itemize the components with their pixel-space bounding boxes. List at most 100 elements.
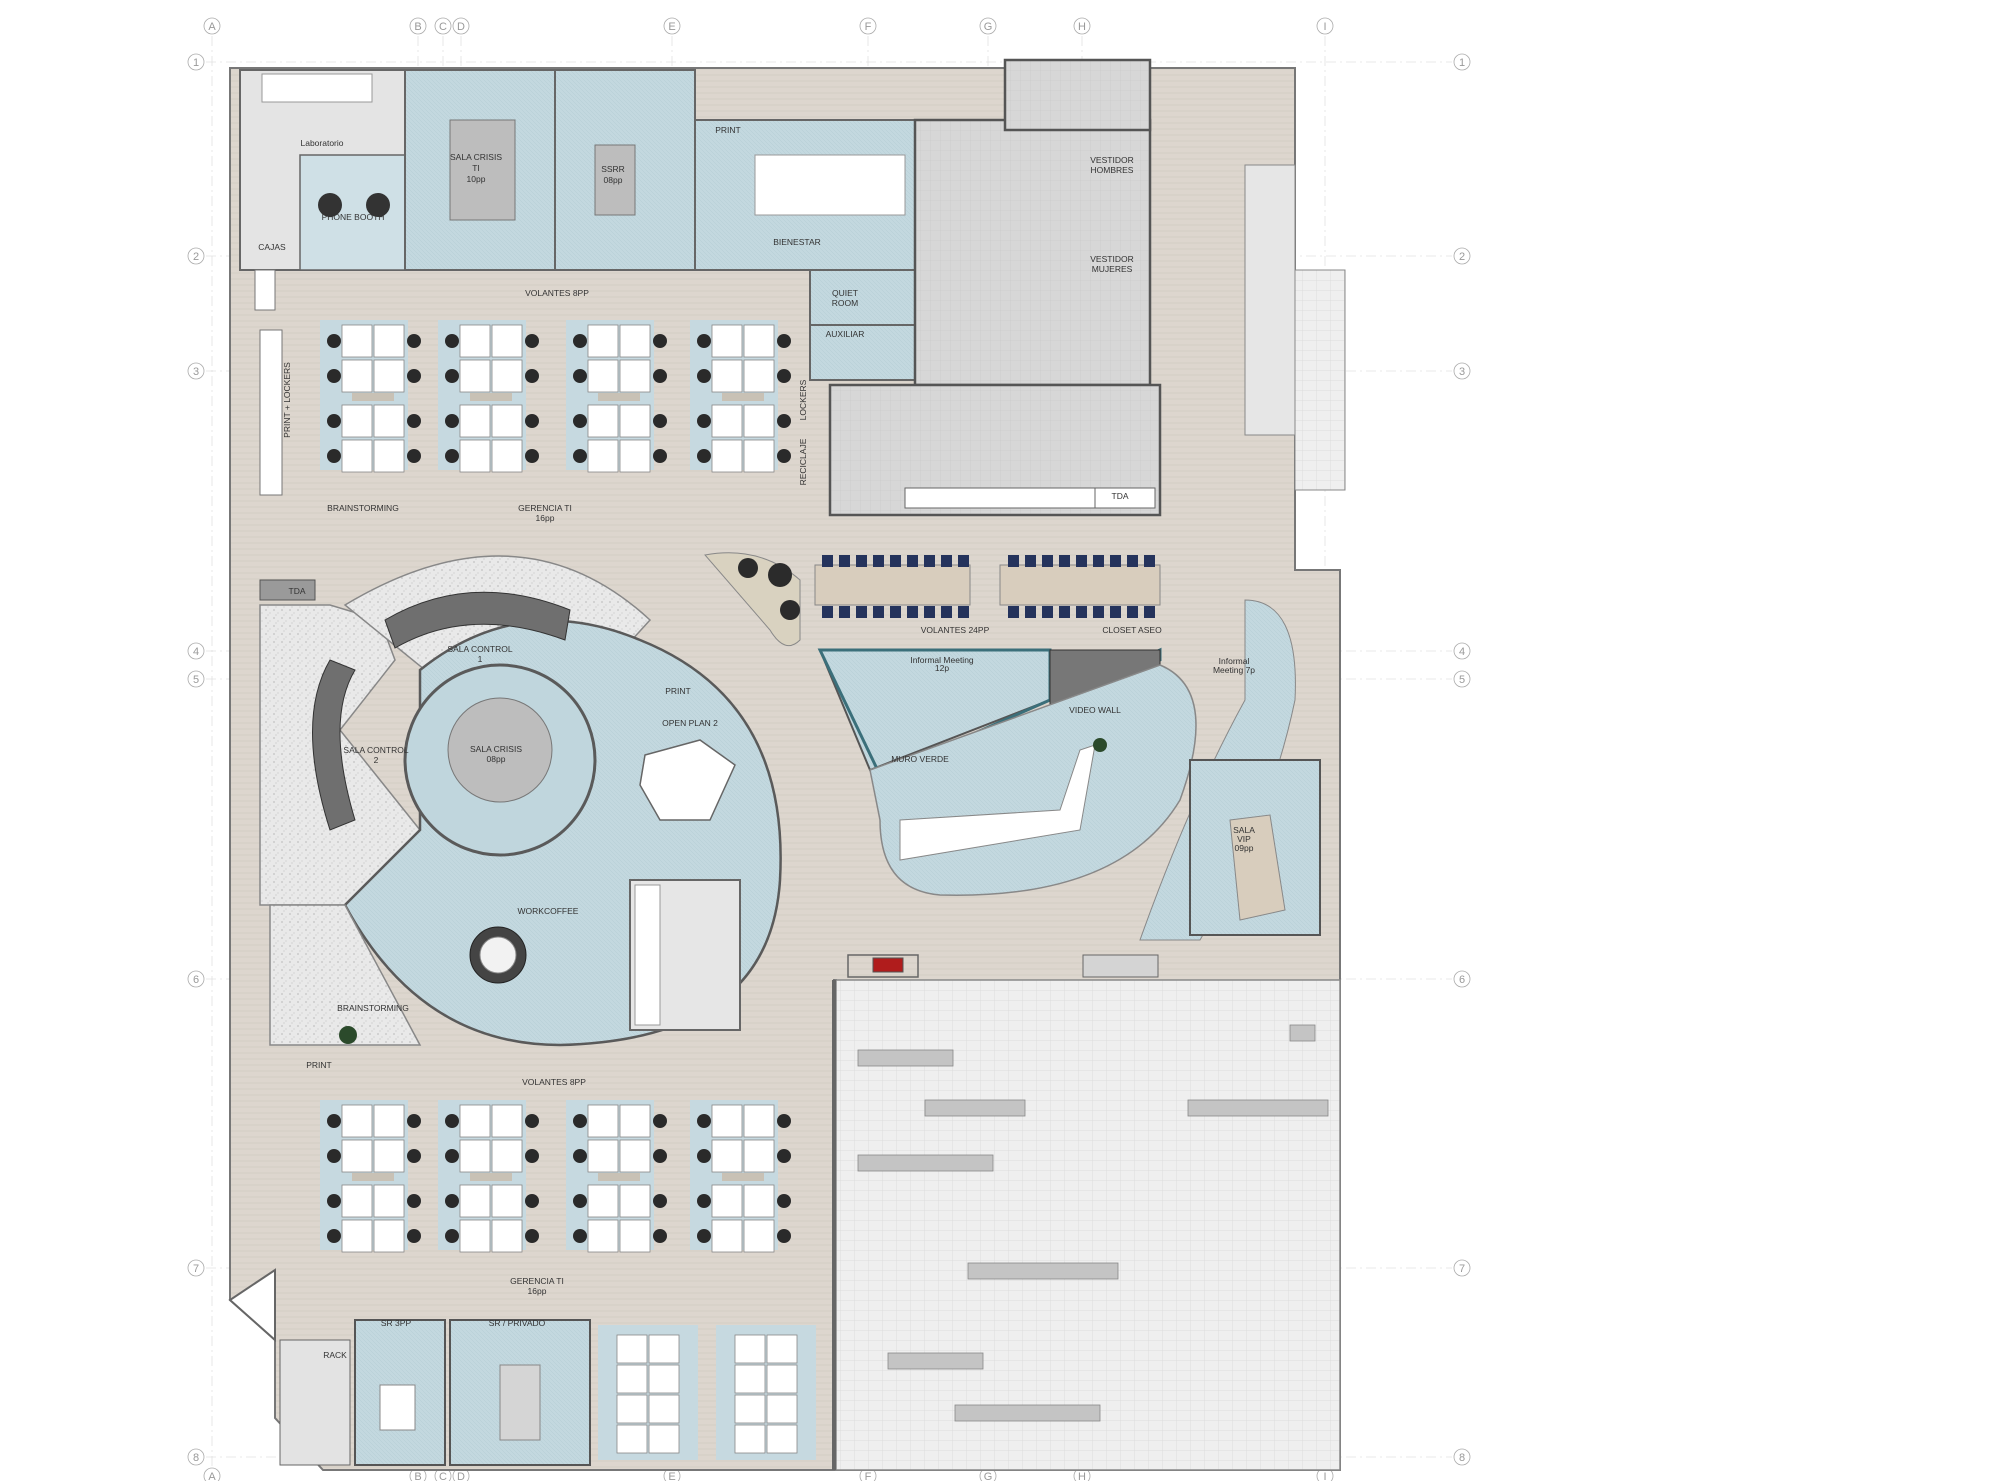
- grid-row-label: 1: [193, 57, 199, 69]
- grid-col-bubble: [1073, 17, 1091, 35]
- grid-row-label: 1: [1459, 57, 1465, 69]
- label-ssrr: 08pp: [604, 175, 623, 185]
- grid-col-label: E: [668, 21, 675, 33]
- grid-col-label: G: [984, 21, 993, 33]
- label-cajas: CAJAS: [258, 242, 286, 252]
- grid-row-label: 3: [1459, 366, 1465, 378]
- auxiliar-room: [809, 324, 916, 381]
- grid-col-bubble: [203, 1467, 221, 1481]
- grid-row-bubble: [1453, 1259, 1471, 1277]
- grid-row-label: 6: [193, 974, 199, 986]
- grid-row-bubble: [1453, 247, 1471, 265]
- label-sr-privado: SR / PRIVADO: [489, 1318, 546, 1328]
- bottom-rooms: [228, 1268, 591, 1466]
- grid-row-bubble: [1453, 642, 1471, 660]
- grid-row-bubble: [187, 247, 205, 265]
- grid-col-label: D: [457, 1471, 465, 1481]
- label-gerencia-ti-top: GERENCIA TI: [518, 503, 572, 513]
- label-sala-control-1: 1: [478, 654, 483, 664]
- grid-row-bubble: [187, 970, 205, 988]
- label-open-plan-2: OPEN PLAN 2: [662, 718, 718, 728]
- label-sala-control-1: SALA CONTROL: [447, 644, 512, 654]
- label-informal-12: 12p: [935, 663, 949, 673]
- grid-row-label: 7: [1459, 1263, 1465, 1275]
- label-gerencia-ti-bottom: GERENCIA TI: [510, 1276, 564, 1286]
- grid-col-label: H: [1078, 21, 1086, 33]
- label-informal-7: Informal: [1219, 656, 1250, 666]
- grid-col-label: A: [208, 21, 216, 33]
- label-sala-control-2: 2: [374, 755, 379, 765]
- top-rooms: [239, 58, 1346, 517]
- grid-row-bubble: [1453, 362, 1471, 380]
- grid-col-label: A: [208, 1471, 216, 1481]
- label-laboratorio: Laboratorio: [300, 138, 343, 148]
- grid-col-label: D: [457, 21, 465, 33]
- label-muro-verde: MURO VERDE: [891, 754, 949, 764]
- grid-row-bubble: [187, 642, 205, 660]
- grid-row-bubble: [1453, 1448, 1471, 1466]
- label-brainstorming-top: BRAINSTORMING: [327, 503, 399, 513]
- grid-col-label: I: [1323, 21, 1326, 33]
- label-sala-vip: 09pp: [1235, 843, 1254, 853]
- grid-col-label: B: [414, 21, 421, 33]
- label-sr-3pp: SR 3PP: [381, 1318, 412, 1328]
- grid-col-bubble: [203, 17, 221, 35]
- grid-row-label: 5: [193, 674, 199, 686]
- label-lockers: LOCKERS: [798, 379, 808, 420]
- middle-right-zone: [704, 552, 1321, 941]
- grid-row-label: 7: [193, 1263, 199, 1275]
- grid-col-label: H: [1078, 1471, 1086, 1481]
- label-volantes-8pp-top: VOLANTES 8PP: [525, 288, 589, 298]
- grid-row-label: 4: [193, 646, 199, 658]
- grid-row-bubble: [187, 1259, 205, 1277]
- label-quiet-room: QUIET: [832, 288, 858, 298]
- grid-row-label: 2: [1459, 251, 1465, 263]
- grid-row-bubble: [1453, 53, 1471, 71]
- label-volantes-8pp-bottom: VOLANTES 8PP: [522, 1077, 586, 1087]
- terrace-planters: [857, 1024, 1329, 1422]
- grid-col-bubble: [434, 17, 452, 35]
- label-tda-right: TDA: [1112, 491, 1129, 501]
- label-video-wall: VIDEO WALL: [1069, 705, 1121, 715]
- grid-row-label: 2: [193, 251, 199, 263]
- print-lockers-cabinet: [259, 329, 283, 496]
- grid-row-label: 8: [193, 1452, 199, 1464]
- grid-row-label: 4: [1459, 646, 1465, 658]
- label-vestidor-mujeres: MUJERES: [1092, 264, 1133, 274]
- grid-row-label: 8: [1459, 1452, 1465, 1464]
- grid-row-label: 5: [1459, 674, 1465, 686]
- label-quiet-room: ROOM: [832, 298, 858, 308]
- grid-row-bubble: [187, 53, 205, 71]
- label-rack: RACK: [323, 1350, 347, 1360]
- grid-col-bubble: [979, 17, 997, 35]
- grid-col-bubble: [409, 17, 427, 35]
- label-auxiliar: AUXILIAR: [826, 329, 865, 339]
- label-print-mid: PRINT: [665, 686, 691, 696]
- label-print-top: PRINT: [715, 125, 741, 135]
- label-ssrr: SSRR: [601, 164, 625, 174]
- grid-row-bubble: [1453, 670, 1471, 688]
- label-vestidor-mujeres: VESTIDOR: [1090, 254, 1133, 264]
- label-sala-crisis: 08pp: [487, 754, 506, 764]
- grid-col-label: B: [414, 1471, 421, 1481]
- grid-col-label: C: [439, 1471, 447, 1481]
- workstations-volantes-top: [320, 320, 791, 473]
- grid-col-label: I: [1323, 1471, 1326, 1481]
- label-vestidor-hombres: HOMBRES: [1091, 165, 1134, 175]
- label-sala-crisis-ti: 10pp: [467, 174, 486, 184]
- label-reciclaje: RECICLAJE: [798, 438, 808, 485]
- label-sala-crisis-ti: SALA CRISIS: [450, 152, 502, 162]
- rack-room: [279, 1339, 351, 1466]
- workstations-volantes-bottom: [320, 1100, 816, 1460]
- label-sala-crisis: SALA CRISIS: [470, 744, 522, 754]
- label-sala-vip: VIP: [1237, 834, 1251, 844]
- label-bienestar: BIENESTAR: [773, 237, 821, 247]
- label-sala-control-2: SALA CONTROL: [343, 745, 408, 755]
- grid-col-label: G: [984, 1471, 993, 1481]
- label-vestidor-hombres: VESTIDOR: [1090, 155, 1133, 165]
- label-volantes-24pp: VOLANTES 24PP: [921, 625, 990, 635]
- grid-row-label: 3: [193, 366, 199, 378]
- grid-col-label: C: [439, 21, 447, 33]
- label-print-bottom: PRINT: [306, 1060, 332, 1070]
